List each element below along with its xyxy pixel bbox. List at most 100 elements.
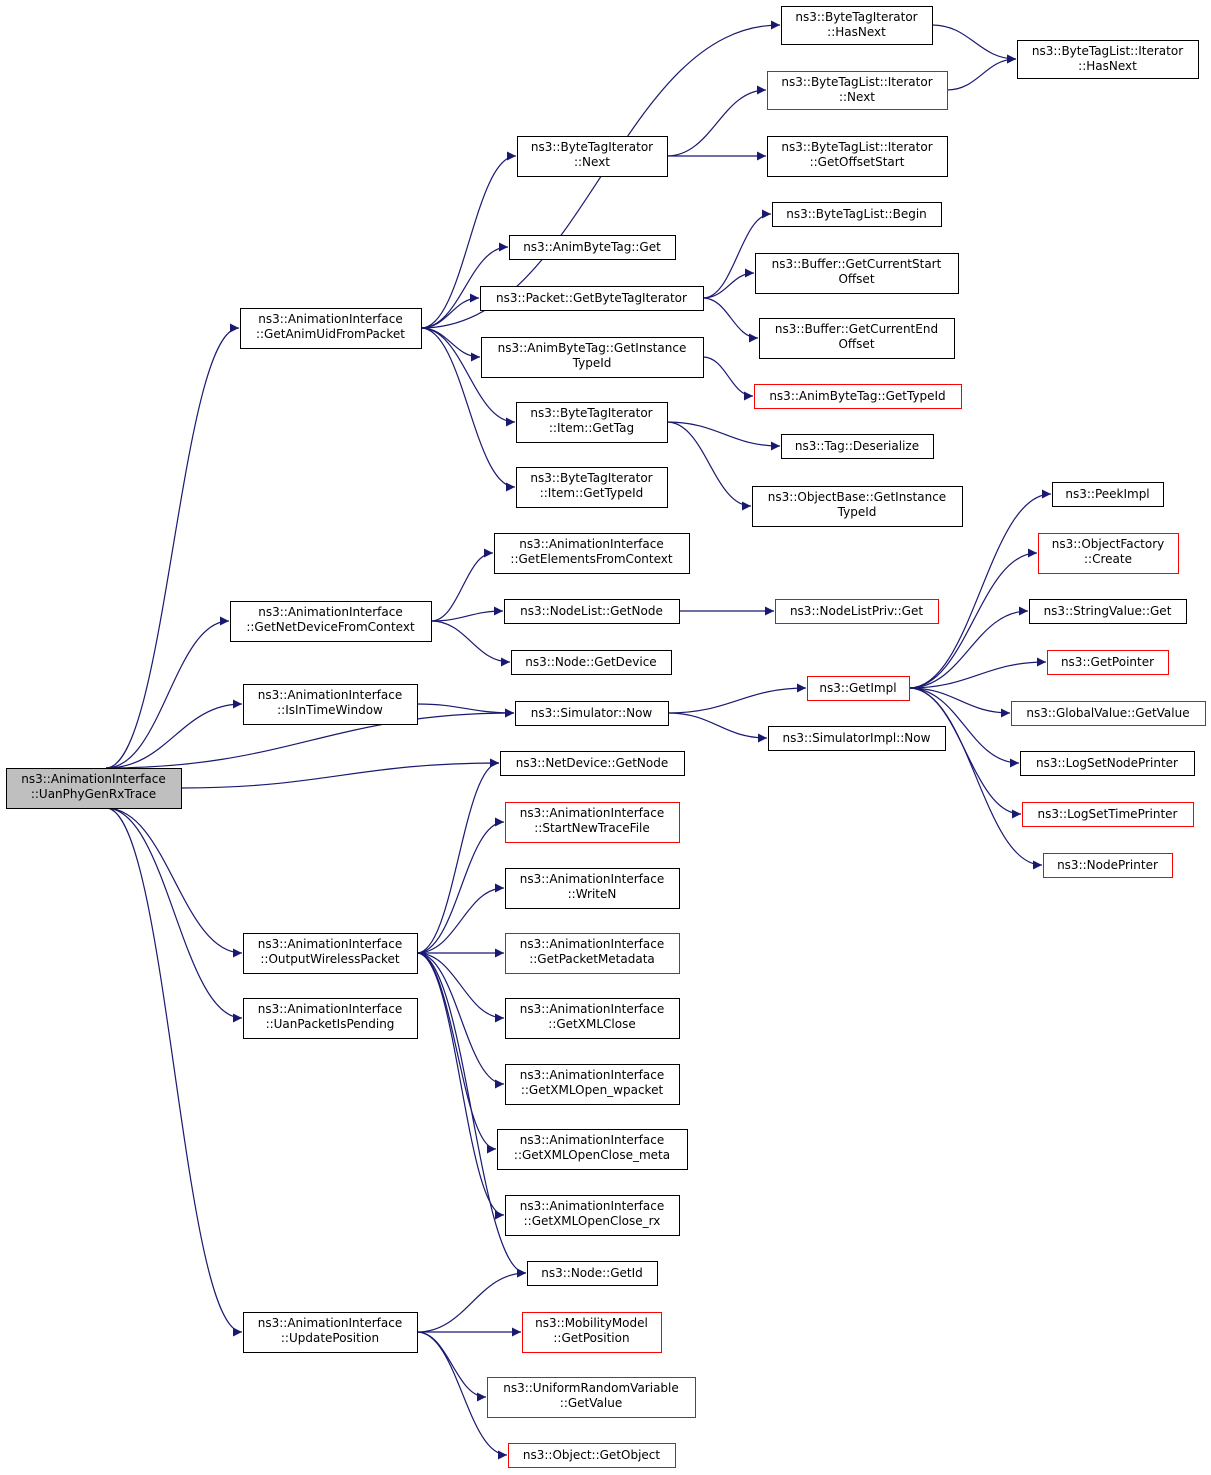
- call-edge-root-to-output-wireless: [105, 807, 243, 958]
- graph-node-net-device-get-node[interactable]: ns3::NetDevice::GetNode: [500, 751, 685, 776]
- graph-node-btl-begin[interactable]: ns3::ByteTagList::Begin: [772, 202, 942, 227]
- graph-node-get-packet-metadata[interactable]: ns3::AnimationInterface::GetPacketMetada…: [505, 933, 680, 974]
- node-box: [767, 71, 948, 110]
- call-edge-get-anim-uid-to-anim-byte-tag-get-inst: [420, 327, 481, 362]
- graph-node-log-set-time-printer[interactable]: ns3::LogSetTimePrinter: [1022, 802, 1194, 827]
- graph-node-uan-packet-pending[interactable]: ns3::AnimationInterface::UanPacketIsPend…: [243, 998, 418, 1039]
- graph-node-node-get-id[interactable]: ns3::Node::GetId: [527, 1261, 658, 1286]
- call-edge-output-wireless-to-start-new-trace: [416, 817, 505, 954]
- node-label-line: ::GetAnimUidFromPacket: [256, 327, 405, 341]
- graph-node-btl-it-has-next[interactable]: ns3::ByteTagList::Iterator::HasNext: [1017, 40, 1199, 79]
- call-edge-get-impl-to-peek-impl: [908, 489, 1052, 689]
- node-label-line: ns3::Buffer::GetCurrentEnd: [775, 322, 938, 336]
- graph-node-obj-factory-create[interactable]: ns3::ObjectFactory::Create: [1038, 533, 1179, 574]
- call-edge-output-wireless-to-write-n: [416, 883, 505, 954]
- node-label-line: ns3::MobilityModel: [535, 1316, 648, 1330]
- node-box: [487, 1377, 696, 1418]
- node-box: [511, 650, 672, 675]
- call-edge-get-impl-to-node-printer: [908, 687, 1043, 870]
- node-label-line: Offset: [838, 272, 874, 286]
- graph-node-get-pointer[interactable]: ns3::GetPointer: [1047, 650, 1169, 675]
- call-edge-packet-get-bti-to-buf-cur-end: [702, 297, 759, 343]
- graph-node-tag-deserialize[interactable]: ns3::Tag::Deserialize: [781, 434, 934, 459]
- graph-node-get-xmlopen-close-meta[interactable]: ns3::AnimationInterface::GetXMLOpenClose…: [497, 1129, 688, 1170]
- graph-node-get-elements[interactable]: ns3::AnimationInterface::GetElementsFrom…: [494, 533, 690, 574]
- node-box: [755, 253, 959, 294]
- graph-node-node-printer[interactable]: ns3::NodePrinter: [1043, 853, 1173, 878]
- graph-node-bti-item-get-tag[interactable]: ns3::ByteTagIterator::Item::GetTag: [516, 402, 668, 443]
- graph-node-output-wireless[interactable]: ns3::AnimationInterface::OutputWirelessP…: [243, 933, 418, 974]
- graph-node-node-list-get-node[interactable]: ns3::NodeList::GetNode: [504, 599, 680, 624]
- node-label-line: ns3::Simulator::Now: [531, 706, 653, 720]
- graph-node-node-list-priv-get[interactable]: ns3::NodeListPriv::Get: [775, 599, 939, 624]
- node-label-line: ::UanPhyGenRxTrace: [31, 787, 156, 801]
- node-label-line: ns3::AnimByteTag::Get: [523, 240, 661, 254]
- graph-node-start-new-trace[interactable]: ns3::AnimationInterface::StartNewTraceFi…: [505, 802, 680, 843]
- graph-node-update-position[interactable]: ns3::AnimationInterface::UpdatePosition: [243, 1312, 418, 1353]
- graph-node-get-xmlopen-close-rx[interactable]: ns3::AnimationInterface::GetXMLOpenClose…: [505, 1195, 680, 1236]
- node-label-line: ns3::AnimationInterface: [258, 937, 402, 951]
- node-label-line: ns3::AnimationInterface: [520, 1002, 664, 1016]
- node-label-line: ns3::ByteTagIterator: [795, 10, 917, 24]
- graph-node-bti-has-next[interactable]: ns3::ByteTagIterator::HasNext: [781, 6, 933, 45]
- node-box: [807, 676, 910, 701]
- graph-node-btl-it-next[interactable]: ns3::ByteTagList::Iterator::Next: [767, 71, 948, 110]
- call-edge-get-anim-uid-to-bti-item-get-type-id: [420, 327, 516, 492]
- node-label-line: ns3::AnimationInterface: [21, 772, 165, 786]
- node-label-line: ns3::ByteTagIterator: [530, 471, 652, 485]
- node-label-line: ns3::NetDevice::GetNode: [516, 756, 668, 770]
- graph-node-anim-byte-tag-get-type-id[interactable]: ns3::AnimByteTag::GetTypeId: [754, 384, 962, 409]
- graph-node-anim-byte-tag-get[interactable]: ns3::AnimByteTag::Get: [509, 235, 676, 260]
- call-edge-get-impl-to-global-value-get: [908, 687, 1011, 718]
- graph-node-peek-impl[interactable]: ns3::PeekImpl: [1052, 482, 1164, 507]
- node-label-line: ns3::AnimationInterface: [258, 605, 402, 619]
- graph-node-mobility-get-pos[interactable]: ns3::MobilityModel::GetPosition: [522, 1312, 662, 1353]
- node-label-line: ns3::ByteTagList::Iterator: [781, 140, 932, 154]
- graph-node-root[interactable]: ns3::AnimationInterface::UanPhyGenRxTrac…: [6, 768, 182, 809]
- graph-node-sim-impl-now[interactable]: ns3::SimulatorImpl::Now: [768, 726, 946, 751]
- node-label-line: ::Next: [574, 155, 610, 169]
- node-label-line: ns3::AnimationInterface: [258, 1002, 402, 1016]
- graph-node-bti-next[interactable]: ns3::ByteTagIterator::Next: [517, 136, 668, 177]
- node-label-line: ::GetXMLOpenClose_rx: [524, 1214, 661, 1228]
- node-label-line: Offset: [838, 337, 874, 351]
- graph-node-log-set-node-printer[interactable]: ns3::LogSetNodePrinter: [1020, 751, 1195, 776]
- call-edge-output-wireless-to-get-xmlopen-wpacket: [416, 952, 505, 1089]
- node-label-line: ns3::AnimationInterface: [258, 312, 402, 326]
- graph-node-write-n[interactable]: ns3::AnimationInterface::WriteN: [505, 868, 680, 909]
- graph-node-is-in-time-window[interactable]: ns3::AnimationInterface::IsInTimeWindow: [243, 684, 418, 725]
- graph-node-get-impl[interactable]: ns3::GetImpl: [807, 676, 910, 701]
- node-label-line: ns3::AnimByteTag::GetInstance: [498, 341, 687, 355]
- graph-node-packet-get-bti[interactable]: ns3::Packet::GetByteTagIterator: [480, 286, 704, 311]
- graph-node-sim-now[interactable]: ns3::Simulator::Now: [515, 701, 669, 726]
- graph-node-get-xmlopen-wpacket[interactable]: ns3::AnimationInterface::GetXMLOpen_wpac…: [505, 1064, 680, 1105]
- graph-node-btl-it-get-offset[interactable]: ns3::ByteTagList::Iterator::GetOffsetSta…: [767, 136, 948, 177]
- graph-node-get-net-device[interactable]: ns3::AnimationInterface::GetNetDeviceFro…: [230, 601, 432, 642]
- graph-node-object-get-object[interactable]: ns3::Object::GetObject: [508, 1443, 676, 1468]
- node-label-line: ns3::GetPointer: [1061, 655, 1154, 669]
- graph-node-global-value-get[interactable]: ns3::GlobalValue::GetValue: [1011, 701, 1206, 726]
- call-edge-root-to-uan-packet-pending: [105, 807, 243, 1023]
- graph-node-get-xmlclose[interactable]: ns3::AnimationInterface::GetXMLClose: [505, 998, 680, 1039]
- node-box: [505, 933, 680, 974]
- graph-node-get-anim-uid[interactable]: ns3::AnimationInterface::GetAnimUidFromP…: [240, 308, 422, 349]
- node-box: [230, 601, 432, 642]
- call-edge-packet-get-bti-to-buf-cur-start: [702, 268, 755, 299]
- node-label-line: ::GetXMLOpen_wpacket: [521, 1083, 664, 1097]
- call-edge-output-wireless-to-get-xmlopen-close-rx: [416, 952, 505, 1220]
- graph-node-string-value-get[interactable]: ns3::StringValue::Get: [1029, 599, 1187, 624]
- call-edge-update-position-to-node-get-id: [416, 1268, 527, 1333]
- node-box: [1029, 599, 1187, 624]
- node-label-line: ns3::ByteTagIterator: [531, 140, 653, 154]
- call-edge-get-net-device-to-node-get-device: [430, 620, 511, 667]
- graph-node-node-get-device[interactable]: ns3::Node::GetDevice: [511, 650, 672, 675]
- graph-node-uniform-get-value[interactable]: ns3::UniformRandomVariable::GetValue: [487, 1377, 696, 1418]
- graph-node-bti-item-get-type-id[interactable]: ns3::ByteTagIterator::Item::GetTypeId: [516, 467, 668, 508]
- node-label-line: ::HasNext: [1078, 59, 1137, 73]
- call-edge-packet-get-bti-to-btl-begin: [702, 209, 772, 299]
